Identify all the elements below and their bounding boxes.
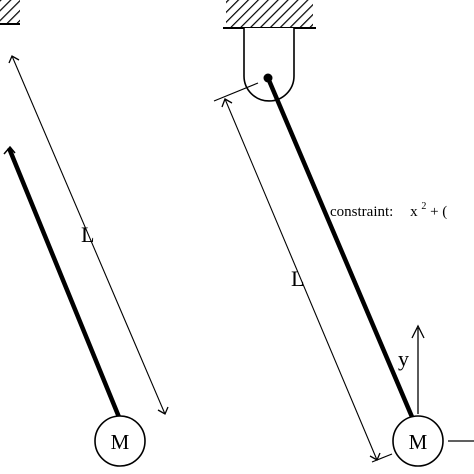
right-extension-line [213, 82, 259, 102]
right-ceiling-hatch [226, 0, 313, 28]
constraint-prefix: constraint: [330, 204, 393, 220]
left-mass [94, 415, 146, 467]
constraint-rest: + ( [430, 204, 447, 220]
pivot-bracket [243, 28, 295, 102]
right-pendulum: M y L constraint: x 2 + ( [213, 0, 474, 467]
left-mass-label: M [111, 430, 130, 454]
right-mass-label: M [409, 430, 428, 454]
constraint-equation: x [410, 204, 418, 220]
left-rod-top-arrow [3, 145, 16, 155]
y-axis-label: y [398, 346, 409, 371]
left-dimension-arrow-top [8, 55, 20, 64]
right-dimension-arrow-bottom [369, 452, 381, 461]
right-dimension-line [224, 98, 378, 461]
left-pendulum: M L [0, 0, 169, 467]
right-mass [392, 415, 444, 467]
left-dimension-line [11, 55, 166, 415]
right-dimension-arrow-top [221, 98, 233, 108]
right-rod [265, 77, 418, 425]
constraint-superscript: 2 [421, 201, 426, 212]
left-rod [6, 147, 124, 423]
y-axis-arrowhead [411, 324, 425, 339]
left-length-label: L [81, 222, 94, 247]
constraint-label: constraint: x 2 + ( [330, 197, 447, 220]
left-dimension-arrow-bottom [157, 406, 169, 415]
right-extension-line-bottom [371, 453, 393, 463]
left-ceiling-hatch [0, 0, 20, 24]
right-length-label: L [291, 266, 304, 291]
